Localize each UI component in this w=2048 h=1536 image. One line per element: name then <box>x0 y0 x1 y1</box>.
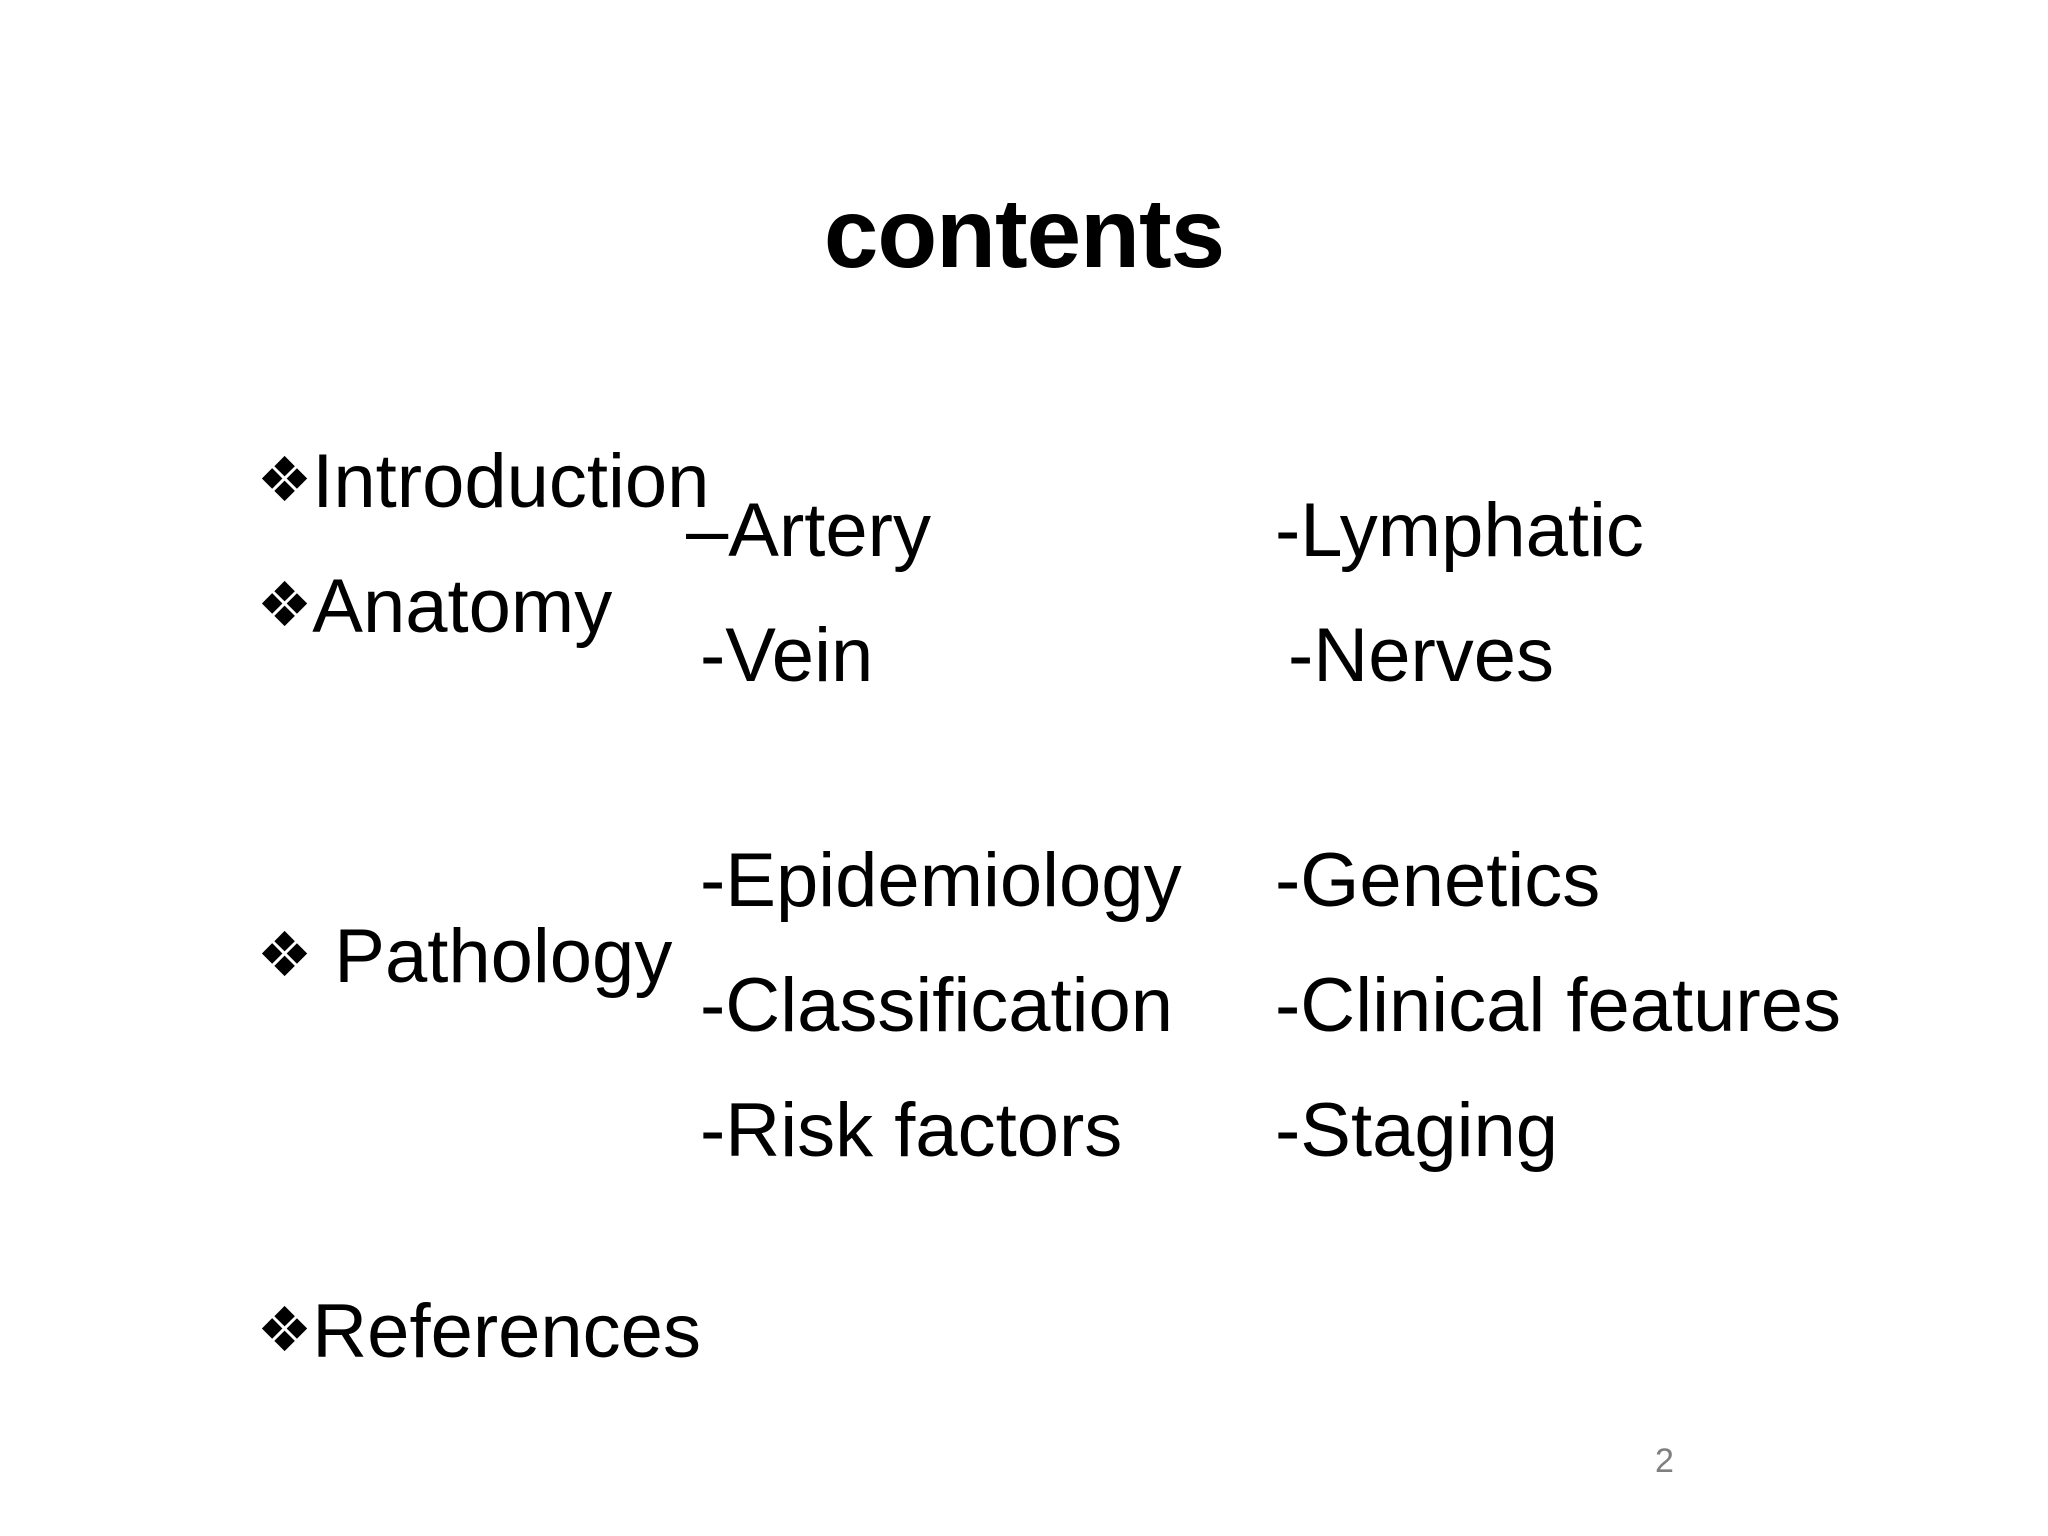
outline-subitem-genetics[interactable]: -Genetics <box>1275 838 1601 923</box>
outline-subitem-risk-factors[interactable]: -Risk factors <box>700 1088 1123 1173</box>
outline-item-references[interactable]: ❖References <box>130 1218 701 1446</box>
outline-subitem-lymphatic[interactable]: -Lymphatic <box>1275 488 1644 573</box>
outline-subitem-classification[interactable]: -Classification <box>700 963 1174 1048</box>
outline-item-pathology[interactable]: ❖ Pathology <box>130 843 673 1071</box>
outline-subitem-epidemiology[interactable]: -Epidemiology <box>700 838 1182 923</box>
diamond-cluster-bullet-icon: ❖ <box>256 1293 313 1366</box>
outline-item-label: Pathology <box>334 914 673 999</box>
outline-item-introduction[interactable]: ❖Introduction <box>130 368 710 596</box>
outline-item-label: References <box>312 1289 701 1374</box>
outline-item-label: Introduction <box>312 439 710 524</box>
diamond-cluster-bullet-icon: ❖ <box>256 568 313 641</box>
diamond-cluster-bullet-icon: ❖ <box>256 443 313 516</box>
outline-item-label: Anatomy <box>312 564 613 649</box>
outline-subitem-artery[interactable]: –Artery <box>686 488 931 573</box>
outline-subitem-clinical-features[interactable]: -Clinical features <box>1275 963 1841 1048</box>
page-title: contents <box>823 177 1225 288</box>
slide-page-number: 2 <box>1655 1442 1674 1480</box>
outline-subitem-nerves[interactable]: -Nerves <box>1288 613 1555 698</box>
diamond-cluster-bullet-icon: ❖ <box>256 918 313 991</box>
outline-subitem-staging[interactable]: -Staging <box>1275 1088 1559 1173</box>
outline-item-anatomy[interactable]: ❖Anatomy <box>130 493 613 721</box>
outline-subitem-vein[interactable]: -Vein <box>700 613 874 698</box>
